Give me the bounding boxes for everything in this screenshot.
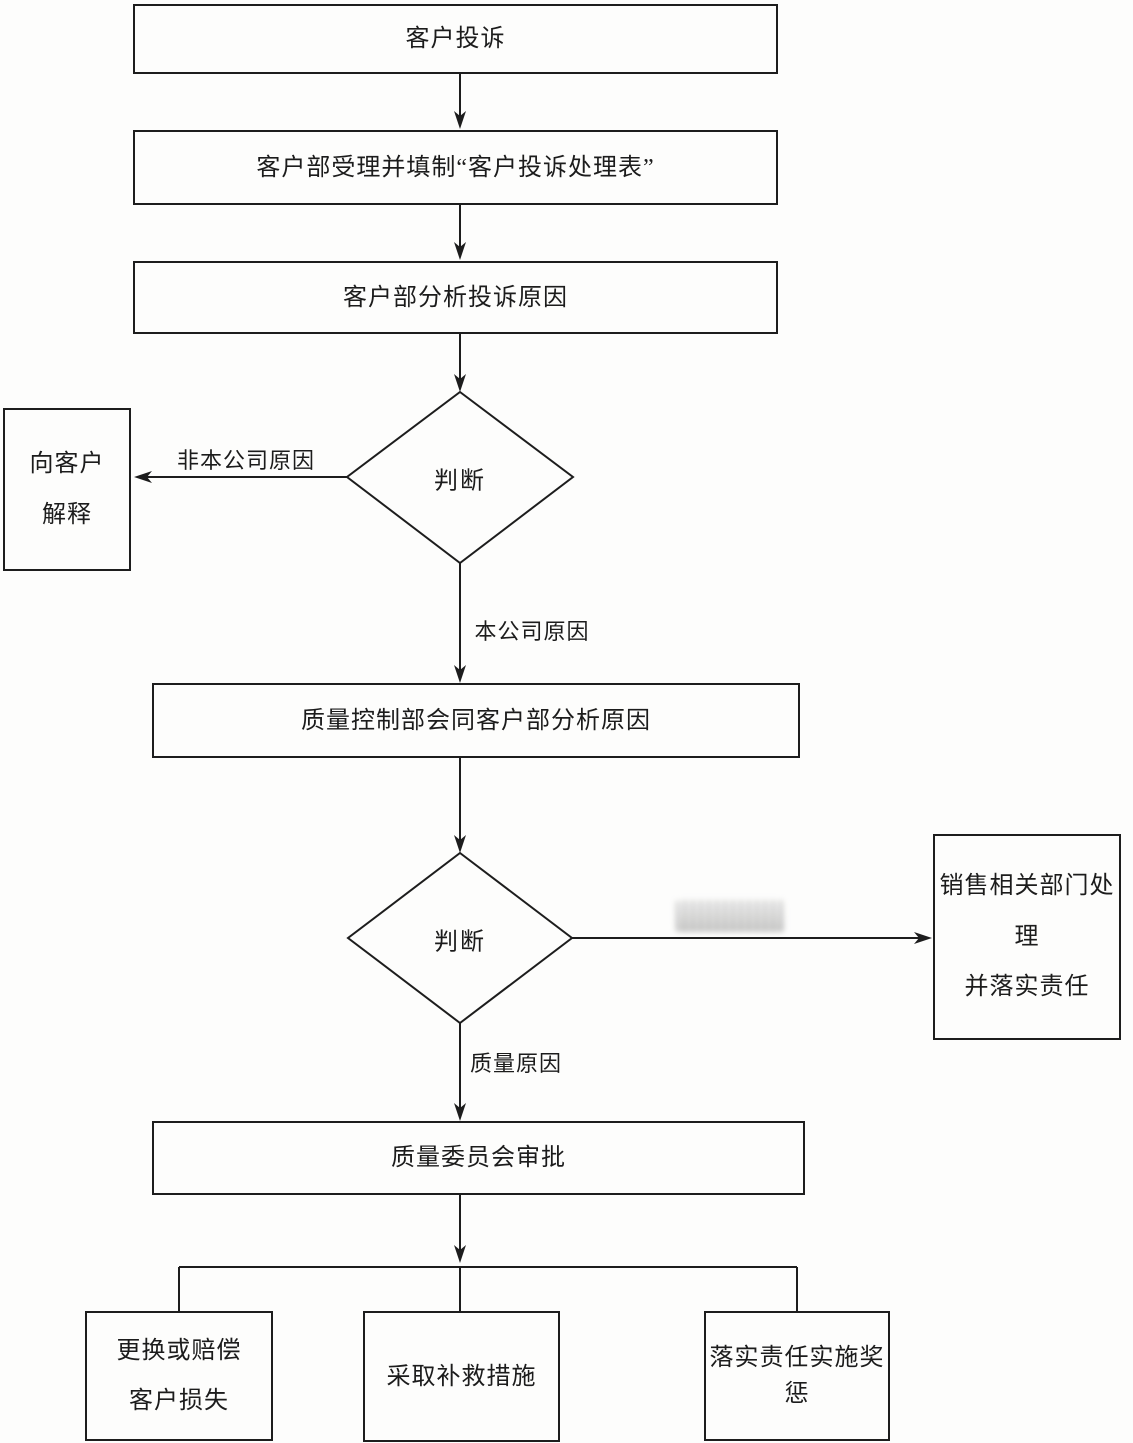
node-analyze-complaint-reason: 客户部分析投诉原因 [133,261,778,334]
decision-diamond-1 [345,390,575,565]
node-quality-committee-approval-label: 质量委员会审批 [391,1145,566,1171]
node-joint-analysis: 质量控制部会同客户部分析原因 [152,683,800,758]
node-accept-and-fill-form: 客户部受理并填制“客户投诉处理表” [133,130,778,205]
edge-label-not-company-reason: 非本公司原因 [176,448,316,473]
node-compensate-line1: 更换或赔偿 [116,1337,242,1364]
node-reward-punishment-label: 落实责任实施奖惩 [709,1345,885,1407]
node-customer-complaint-label: 客户投诉 [405,26,506,52]
node-accept-and-fill-form-label: 客户部受理并填制“客户投诉处理表” [256,154,655,181]
edge-label-quality-reason: 质量原因 [469,1051,563,1076]
node-compensate-line2: 客户损失 [129,1388,229,1414]
node-joint-analysis-label: 质量控制部会同客户部分析原因 [301,707,651,734]
node-compensate-customer: 更换或赔偿 客户损失 [85,1311,273,1441]
arrowheads [134,111,932,1263]
node-customer-complaint: 客户投诉 [133,4,778,74]
node-explain-line1: 向客户 [29,451,105,478]
decision-2-label: 判断 [434,929,486,956]
node-take-remedial-measures-label: 采取补救措施 [386,1363,537,1390]
edge-label-company-reason: 本公司原因 [474,619,590,644]
branch-connector [178,1266,798,1312]
node-sales-line1: 销售相关部门处理 [939,873,1115,950]
decision-1-label: 判断 [434,468,486,495]
blurred-smudge [676,900,784,932]
node-take-remedial-measures: 采取补救措施 [363,1311,560,1442]
node-sales-department-handle: 销售相关部门处理 并落实责任 [933,834,1121,1040]
node-quality-committee-approval: 质量委员会审批 [152,1121,805,1195]
node-analyze-complaint-reason-label: 客户部分析投诉原因 [343,284,568,311]
decision-diamond-2 [346,851,574,1025]
node-sales-line2: 并落实责任 [964,974,1090,1001]
node-explain-line2: 解释 [42,501,92,528]
node-explain-to-customer: 向客户 解释 [3,408,131,571]
node-reward-punishment: 落实责任实施奖惩 [704,1311,890,1441]
